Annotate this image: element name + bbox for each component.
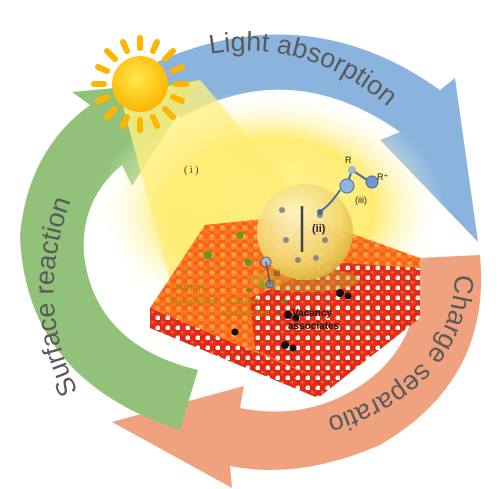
central-illustration: ( i ) (ii): [91, 35, 445, 398]
molecule-icon: [317, 166, 379, 215]
surface-molecule-icon: [260, 256, 275, 289]
surface-reaction-arrow: [20, 80, 200, 430]
marker-ii: (ii): [312, 223, 326, 235]
label-vacancy-line1: Vacancy: [292, 308, 332, 319]
sun-icon: [91, 35, 189, 133]
label-anion-line2: vacancies: [170, 296, 218, 307]
charge-sphere: (ii): [250, 184, 360, 292]
charge-separation-arrow: [112, 255, 482, 488]
defect-atoms: [231, 289, 352, 352]
light-absorption-arrow: [140, 34, 478, 242]
label-R-plus: R⁺: [377, 172, 388, 182]
label-cation-line1: Cation: [228, 296, 259, 307]
label-vacancy-line2: associates: [288, 321, 340, 332]
marker-iii-small: iii: [274, 268, 280, 278]
star-icon: ✦: [280, 295, 289, 308]
cycle-arrows: [20, 34, 482, 488]
label-R: R: [345, 155, 352, 165]
marker-iii: (iii): [355, 195, 367, 205]
label-anion-line1: Anion: [176, 283, 204, 294]
marker-i: ( i ): [184, 165, 198, 176]
label-cation-line2: vacancies: [222, 308, 270, 319]
star-icon: ✦: [244, 284, 253, 297]
lattice-front-face: [150, 300, 420, 398]
